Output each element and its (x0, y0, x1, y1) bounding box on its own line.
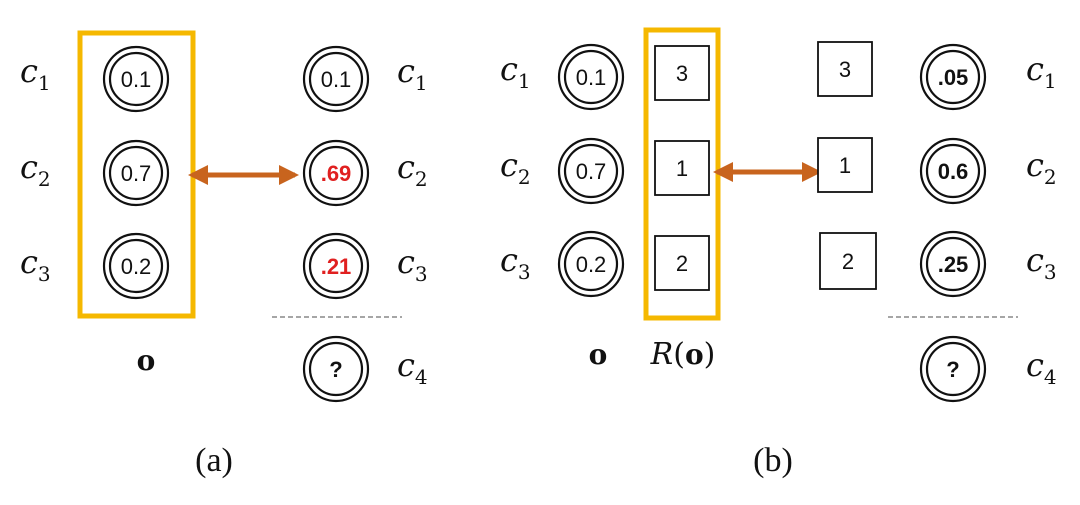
class-label-c1-right-b: c1 (1026, 50, 1057, 93)
unknown-node-c4-b: ? (919, 335, 987, 403)
svg-text:0.2: 0.2 (121, 254, 152, 279)
rank-box-c3: 2 (654, 235, 710, 291)
vector-label-o-a: o (137, 344, 156, 377)
output-rank-box-c1: 3 (817, 41, 873, 97)
output-node-c3: .21 (302, 232, 370, 300)
svg-text:0.1: 0.1 (121, 67, 152, 92)
svg-text:1: 1 (839, 153, 851, 178)
class-label-c1-right: c1 (397, 52, 428, 95)
svg-text:0.7: 0.7 (576, 159, 607, 184)
class-label-c2-left: c2 (20, 148, 51, 191)
input-node-c2: 0.7 (102, 139, 170, 207)
class-label-c3-right-b: c3 (1026, 241, 1057, 284)
caption-b: (b) (753, 442, 793, 479)
panel-b: c1 c2 c3 0.1 0.7 0.2 3 1 (500, 27, 1057, 479)
output-node-c3-b: .25 (919, 230, 987, 298)
svg-text:0.6: 0.6 (938, 159, 969, 184)
svg-text:3: 3 (676, 61, 688, 86)
input-node-c1-b: 0.1 (557, 43, 625, 111)
input-node-c2-b: 0.7 (557, 137, 625, 205)
class-label-c2-left-b: c2 (500, 146, 531, 189)
rank-box-c2: 1 (654, 140, 710, 196)
output-node-c2-b: 0.6 (919, 137, 987, 205)
svg-text:.21: .21 (321, 254, 352, 279)
svg-text:0.7: 0.7 (121, 161, 152, 186)
svg-text:2: 2 (676, 251, 688, 276)
class-label-c4-right: c4 (397, 346, 428, 389)
output-rank-box-c2: 1 (817, 137, 873, 193)
unknown-node-c4-a: ? (302, 335, 370, 403)
input-node-c3: 0.2 (102, 232, 170, 300)
svg-text:.05: .05 (938, 65, 969, 90)
input-node-c3-b: 0.2 (557, 230, 625, 298)
class-label-c2-right: c2 (397, 148, 428, 191)
svg-text:3: 3 (839, 57, 851, 82)
output-node-c2: .69 (302, 139, 370, 207)
class-label-c1-left: c1 (20, 52, 51, 95)
svg-text:?: ? (329, 357, 342, 382)
class-label-c4-right-b: c4 (1026, 346, 1057, 389)
class-label-c2-right-b: c2 (1026, 146, 1057, 189)
svg-text:0.1: 0.1 (321, 67, 352, 92)
rank-vector-label: R(o) (650, 337, 716, 372)
class-label-c3-left-b: c3 (500, 241, 531, 284)
output-rank-box-c3: 2 (819, 232, 877, 290)
input-node-c1: 0.1 (102, 45, 170, 113)
class-label-c3-right: c3 (397, 243, 428, 286)
svg-text:.69: .69 (321, 161, 352, 186)
rank-box-c1: 3 (654, 45, 710, 101)
svg-text:2: 2 (842, 249, 854, 274)
class-label-c1-left-b: c1 (500, 50, 531, 93)
caption-a: (a) (195, 442, 233, 479)
svg-text:0.1: 0.1 (576, 65, 607, 90)
svg-text:.25: .25 (938, 252, 969, 277)
output-node-c1-b: .05 (919, 43, 987, 111)
output-node-c1: 0.1 (302, 45, 370, 113)
vector-label-o-b: o (589, 338, 608, 371)
svg-text:1: 1 (676, 156, 688, 181)
svg-text:0.2: 0.2 (576, 252, 607, 277)
svg-text:?: ? (946, 357, 959, 382)
panel-a: c1 c2 c3 0.1 0.7 0.2 0.1 (20, 30, 428, 479)
class-label-c3-left: c3 (20, 243, 51, 286)
